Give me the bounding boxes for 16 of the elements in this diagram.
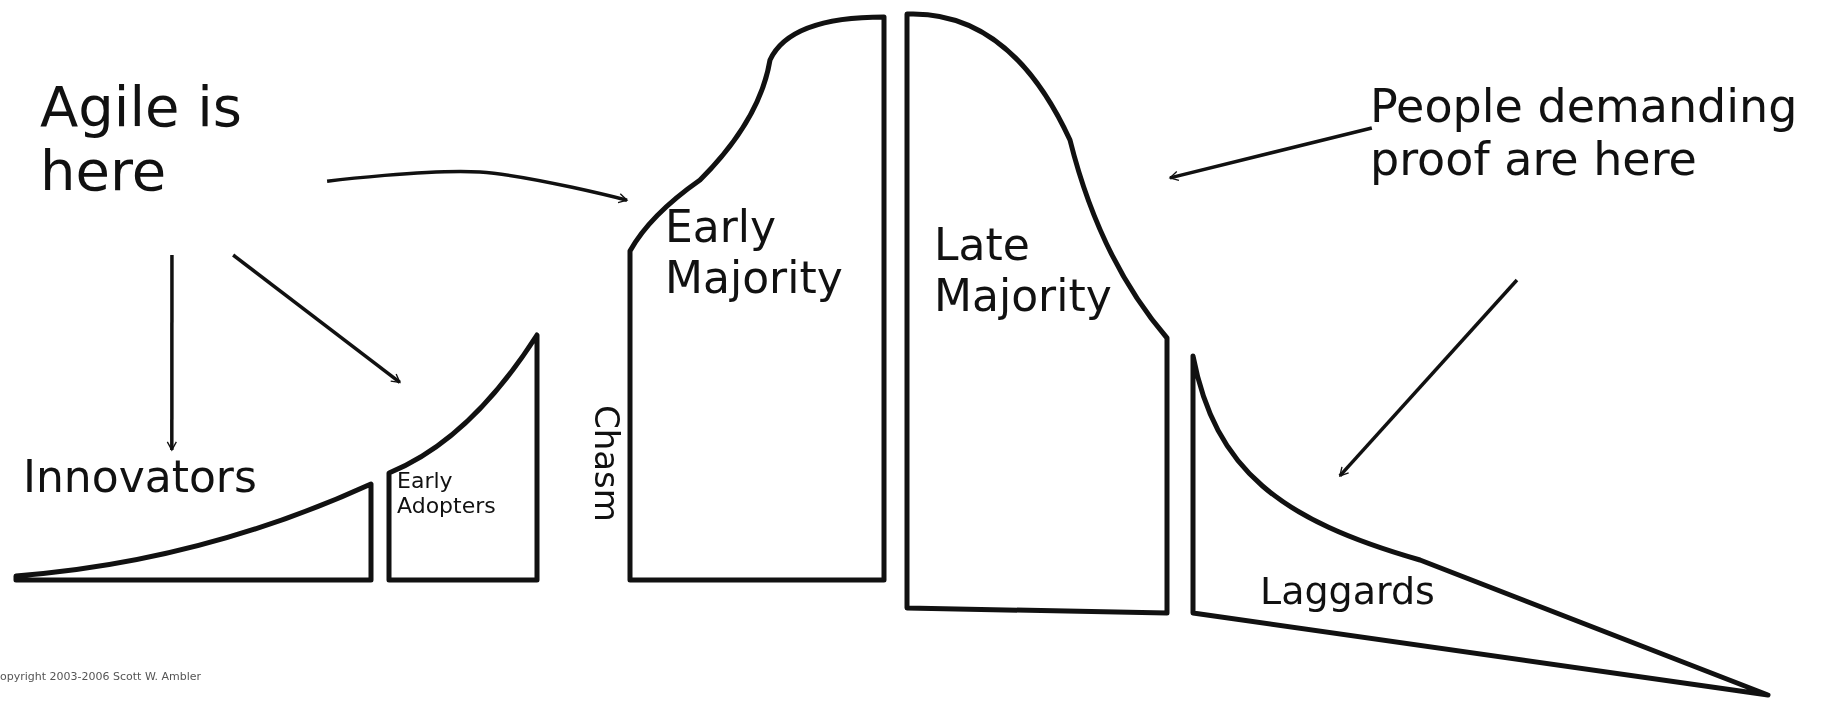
arrow xyxy=(1169,126,1373,181)
segment-label: Early Adopters xyxy=(397,468,497,519)
segment-label: Late Majority xyxy=(934,220,1113,322)
arrow xyxy=(1338,278,1519,478)
curve-segment-shape xyxy=(386,332,540,584)
arrow xyxy=(232,253,401,384)
arrow xyxy=(166,255,177,451)
segment-label: Early Majority xyxy=(665,202,844,304)
segment-label: Innovators xyxy=(23,452,258,503)
annotation-text: People demanding proof are here xyxy=(1370,80,1799,186)
curve-segment-shape xyxy=(627,12,887,584)
segment-label: Laggards xyxy=(1260,570,1436,614)
curve-segment-shape xyxy=(904,10,1170,616)
copyright-notice: opyright 2003-2006 Scott W. Ambler xyxy=(0,670,202,683)
arrow xyxy=(326,169,628,204)
annotation-text: Agile is here xyxy=(40,75,243,204)
